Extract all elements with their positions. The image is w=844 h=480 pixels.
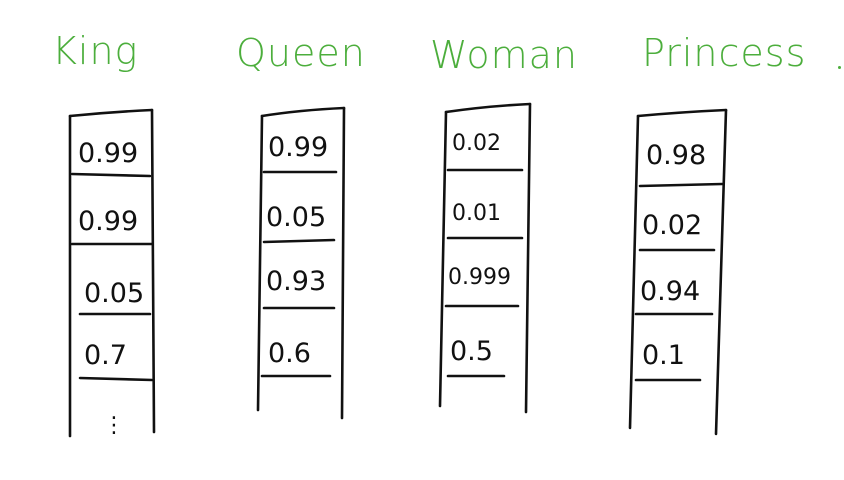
vector-value: 0.5 [450, 336, 493, 367]
vector-value: 0.999 [448, 265, 511, 290]
vector-value: 0.02 [452, 131, 501, 156]
continuation-ellipsis: ⋮ [103, 413, 125, 438]
cell-divider [638, 182, 724, 188]
cell-divider [78, 376, 154, 382]
vector-value: 0.99 [78, 206, 138, 237]
column-top-border [68, 108, 154, 118]
vector-value: 0.05 [84, 278, 144, 309]
vector-value: 0.7 [84, 340, 127, 371]
cell-divider [262, 238, 336, 244]
word-label-woman: Woman [430, 33, 578, 77]
vector-column-king: 0.99 0.99 0.05 0.7 ⋮ [68, 108, 156, 438]
vector-value: 0.05 [266, 202, 326, 233]
column-right-border [714, 108, 728, 436]
column-left-border [438, 110, 448, 408]
vector-value: 0.6 [268, 338, 311, 369]
column-right-border [524, 102, 532, 414]
vector-value: 0.99 [268, 132, 328, 163]
column-left-border [628, 114, 640, 430]
vector-column-princess: 0.98 0.02 0.94 0.1 [628, 108, 728, 436]
column-top-border [444, 102, 532, 114]
column-right-border [150, 108, 156, 434]
vector-value: 0.01 [452, 201, 501, 226]
vector-value: 0.1 [642, 340, 685, 371]
vector-column-woman: 0.02 0.01 0.999 0.5 [438, 102, 532, 414]
word-label-king: King [52, 29, 139, 73]
word-label-princess: Princess [642, 31, 807, 75]
column-left-border [256, 114, 264, 412]
column-top-border [260, 106, 346, 118]
vector-value: 0.93 [266, 266, 326, 297]
column-right-border [340, 106, 346, 420]
vector-value: 0.99 [78, 138, 138, 169]
vector-column-queen: 0.99 0.05 0.93 0.6 [256, 106, 346, 420]
stray-ink-dot [838, 66, 841, 69]
vector-value: 0.94 [640, 276, 700, 307]
word-label-queen: Queen [236, 31, 366, 75]
vector-value: 0.02 [642, 210, 702, 241]
column-top-border [636, 108, 728, 118]
cell-divider [70, 172, 152, 178]
vector-value: 0.98 [646, 140, 706, 171]
